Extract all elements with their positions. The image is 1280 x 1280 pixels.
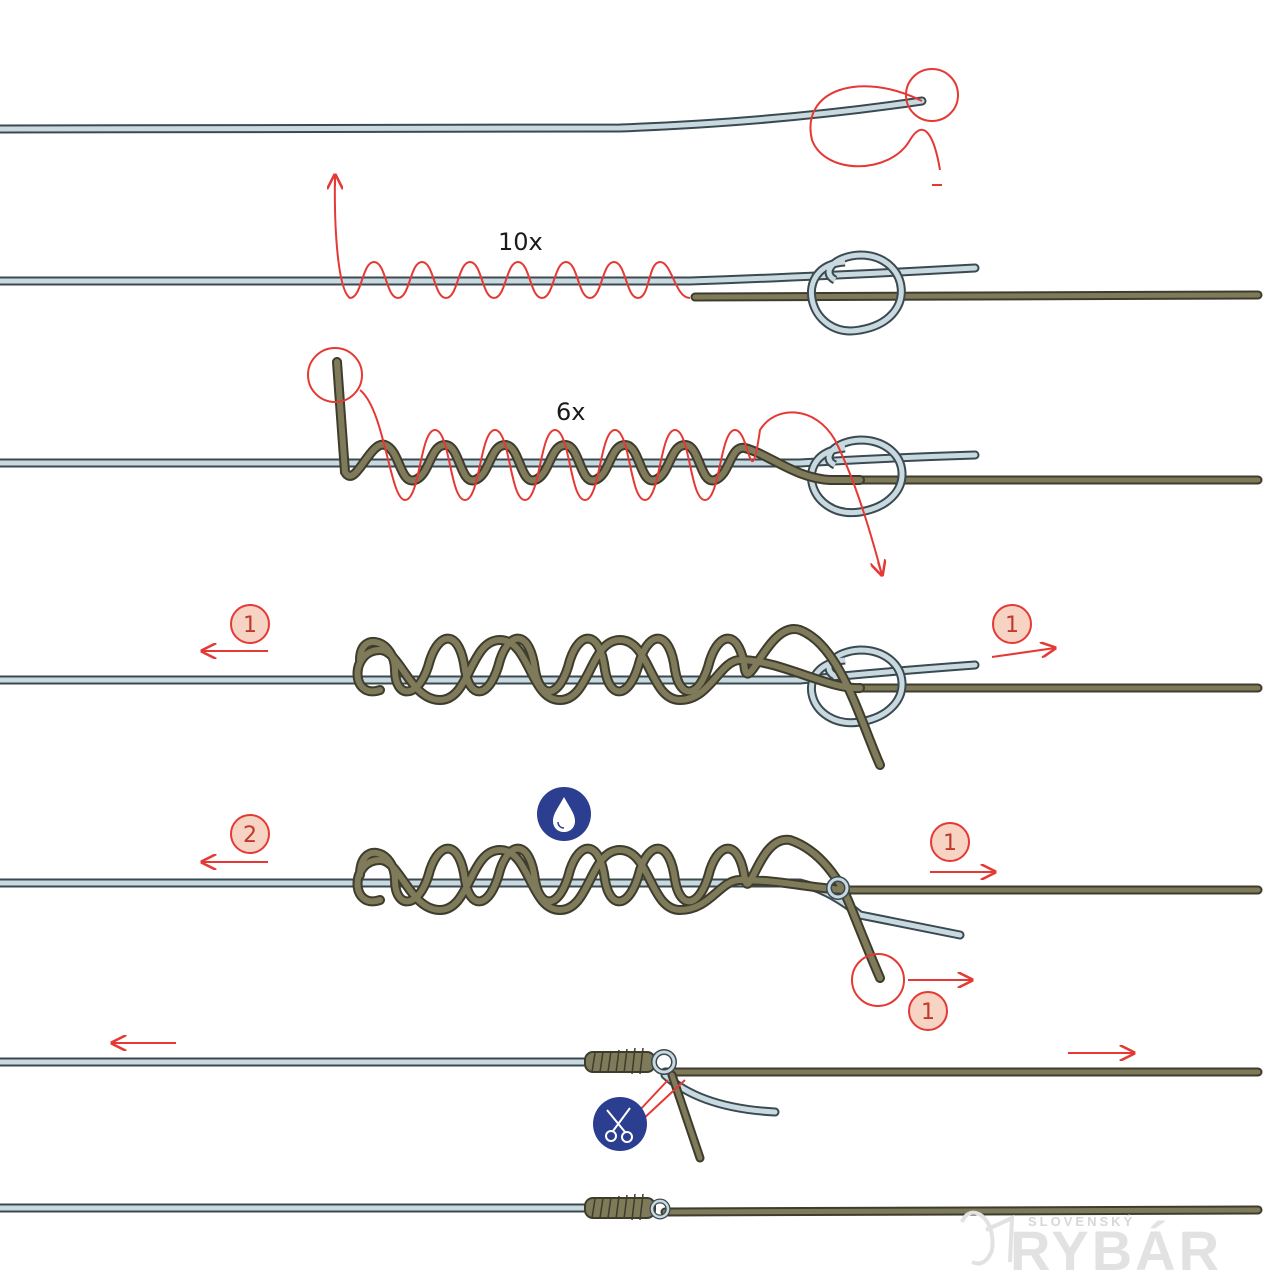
wrap-guide bbox=[359, 389, 883, 576]
water-drop-icon bbox=[537, 787, 591, 841]
cut-pointer bbox=[637, 1079, 686, 1121]
watermark-text-top: SLOVENSKÝ bbox=[1028, 1214, 1135, 1229]
step-6 bbox=[0, 1043, 1263, 1163]
wrap-guide bbox=[333, 174, 691, 300]
loop-guide bbox=[809, 85, 941, 171]
pull-arrow-right bbox=[991, 648, 1055, 658]
pull-badge-label: 2 bbox=[243, 823, 257, 848]
step-3: 6x bbox=[0, 347, 1263, 576]
line-end-highlight bbox=[851, 953, 905, 1007]
step-5: 2 1 1 bbox=[0, 787, 1263, 1031]
watermark-text-main: RYBÁR bbox=[1010, 1219, 1222, 1280]
pull-badge bbox=[992, 604, 1032, 644]
pull-badge bbox=[930, 822, 970, 862]
pull-badge bbox=[230, 814, 270, 854]
line-end-highlight bbox=[307, 347, 363, 403]
fish-logo-icon bbox=[960, 1210, 1015, 1266]
pull-badge bbox=[908, 991, 948, 1031]
step-7 bbox=[0, 1193, 1263, 1221]
pull-badge-label: 1 bbox=[943, 831, 957, 856]
pull-badge-label: 1 bbox=[921, 1000, 935, 1025]
step-2: 10x bbox=[0, 174, 1263, 336]
wrap-count-label: 6x bbox=[556, 398, 585, 426]
pull-badge bbox=[230, 604, 270, 644]
step-1 bbox=[0, 68, 959, 186]
watermark-logo: SLOVENSKÝ RYBÁR bbox=[960, 1210, 1222, 1280]
step-4: 1 1 bbox=[0, 604, 1263, 770]
knot-body bbox=[584, 1051, 656, 1073]
scissors-icon bbox=[593, 1097, 647, 1151]
line-end-highlight bbox=[905, 68, 959, 122]
pull-badge-label: 1 bbox=[1005, 613, 1019, 638]
pull-badge-label: 1 bbox=[243, 613, 257, 638]
wrap-count-label: 10x bbox=[498, 228, 543, 256]
knot-body bbox=[584, 1197, 656, 1219]
